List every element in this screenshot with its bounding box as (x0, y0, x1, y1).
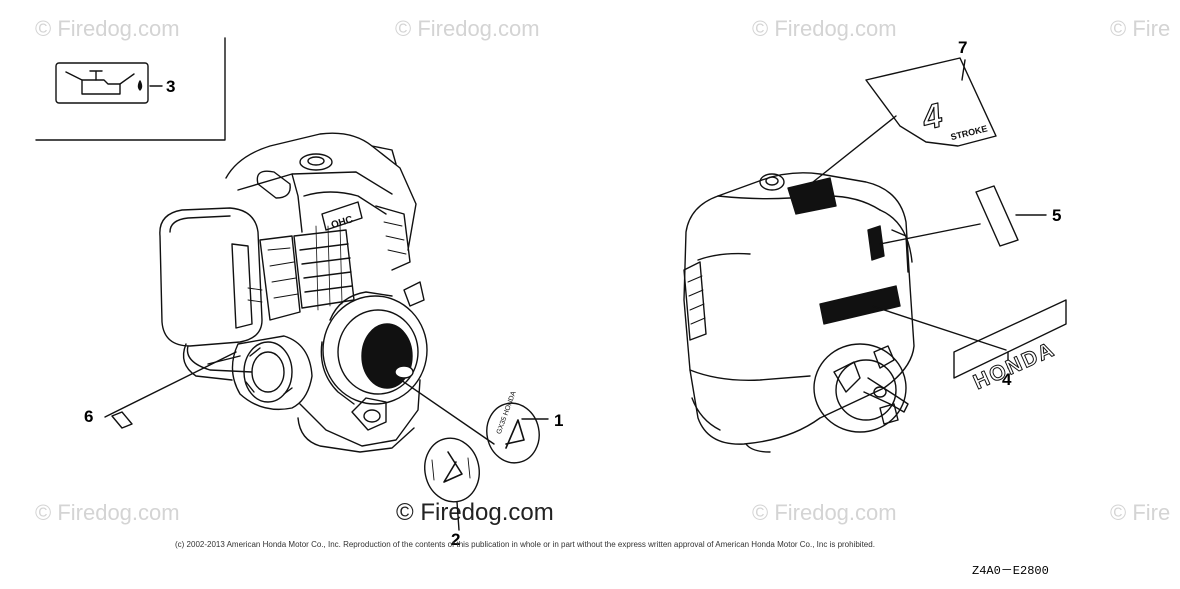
decal-honda-text: HONDA (970, 338, 1059, 394)
watermark-main: © Firedog.com (396, 499, 554, 526)
watermark-top-2: © Firedog.com (395, 16, 540, 41)
callout-4: 4 (1002, 370, 1012, 389)
copyright-notice: (c) 2002-2013 American Honda Motor Co., … (175, 540, 875, 549)
stroke-decal-part-7: 4 STROKE (865, 57, 997, 147)
leader-2 (456, 501, 460, 531)
callout-1: 1 (554, 411, 564, 430)
oil-can-symbol (55, 62, 149, 104)
watermark-top-1: © Firedog.com (35, 16, 180, 41)
watermark-top-4: © Fire (1110, 16, 1171, 41)
callout-2: 2 (451, 530, 461, 549)
leader-4 (871, 305, 1007, 351)
label-part-6 (111, 411, 133, 429)
callout-5: 5 (1052, 206, 1062, 225)
callout-3: 3 (166, 77, 176, 96)
label-part-5 (975, 185, 1019, 247)
cap-decal-part-1: GX35 HONDA (486, 390, 540, 464)
decal-four: 4 (918, 96, 947, 138)
callout-6: 6 (84, 407, 94, 426)
leader-7b (961, 59, 966, 81)
leader-7 (807, 115, 897, 187)
ohc-marking: OHC (330, 214, 354, 231)
leader-1 (397, 377, 495, 445)
engine-left: OHC (159, 132, 428, 453)
watermark-top-3: © Firedog.com (752, 16, 897, 41)
leader-5 (879, 223, 981, 245)
diagram-code: Z4A0－E2800 (972, 564, 1049, 578)
watermark-bottom-4: © Fire (1110, 500, 1171, 525)
engine-right (683, 172, 915, 453)
watermark-bottom-3: © Firedog.com (752, 500, 897, 525)
watermark-bottom-1: © Firedog.com (35, 500, 180, 525)
leader-6 (104, 351, 237, 418)
cap-decal-part-2 (424, 437, 480, 503)
inset-frame (35, 37, 226, 141)
callout-7: 7 (958, 38, 968, 57)
